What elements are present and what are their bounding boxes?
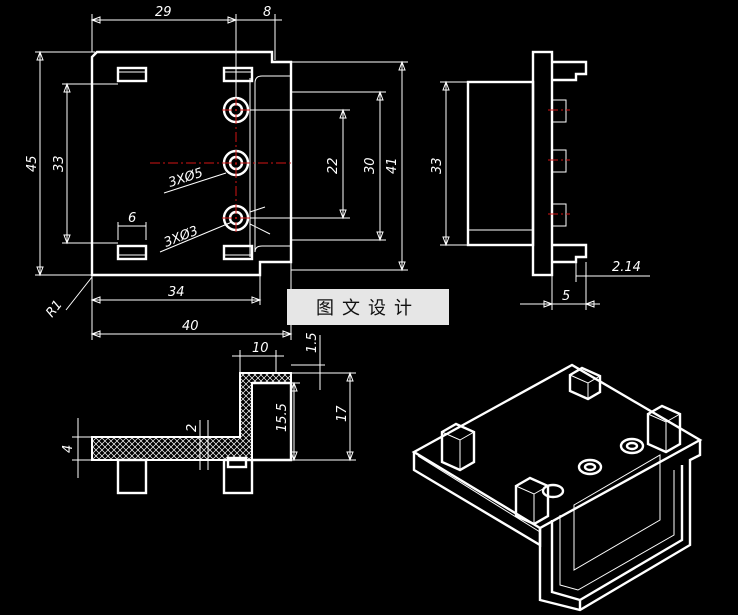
front-view xyxy=(90,50,293,277)
side-dimensions: 33 2.14 5 xyxy=(430,80,650,310)
dim-5: 5 xyxy=(562,289,570,304)
dim-214: 2.14 xyxy=(612,260,641,275)
dim-10: 10 xyxy=(252,341,269,356)
dim-6: 6 xyxy=(128,211,136,226)
dim-15: 1.5 xyxy=(305,332,320,353)
isometric-view xyxy=(411,363,703,612)
dim-33-side: 33 xyxy=(430,157,445,174)
dim-155: 15.5 xyxy=(275,403,290,432)
callout-3x-d3: 3XØ3 xyxy=(162,224,200,251)
dim-8: 8 xyxy=(263,5,271,20)
dim-2: 2 xyxy=(185,424,200,432)
callout-3x-d5: 3XØ5 xyxy=(167,166,205,191)
dim-17: 17 xyxy=(335,405,350,422)
dim-29: 29 xyxy=(155,5,172,20)
watermark-label: 图文设计 xyxy=(287,289,449,325)
iso-clip-right xyxy=(646,404,682,454)
side-view xyxy=(466,50,588,277)
iso-clip-left xyxy=(440,422,476,472)
dim-r1: R1 xyxy=(43,298,65,321)
section-view xyxy=(91,372,293,495)
iso-clip-top xyxy=(568,366,602,401)
dim-41: 41 xyxy=(385,157,400,174)
iso-holes xyxy=(577,437,645,476)
section-dimensions: 10 1.5 15.5 17 2 4 xyxy=(61,332,356,478)
dim-45: 45 xyxy=(25,155,40,172)
dim-4: 4 xyxy=(61,445,76,453)
dim-30: 30 xyxy=(363,157,378,174)
dim-22: 22 xyxy=(326,157,341,174)
iso-clip-bottom xyxy=(514,476,565,526)
dim-33-front: 33 xyxy=(52,155,67,172)
dim-34: 34 xyxy=(168,285,185,300)
dim-40: 40 xyxy=(182,319,199,334)
